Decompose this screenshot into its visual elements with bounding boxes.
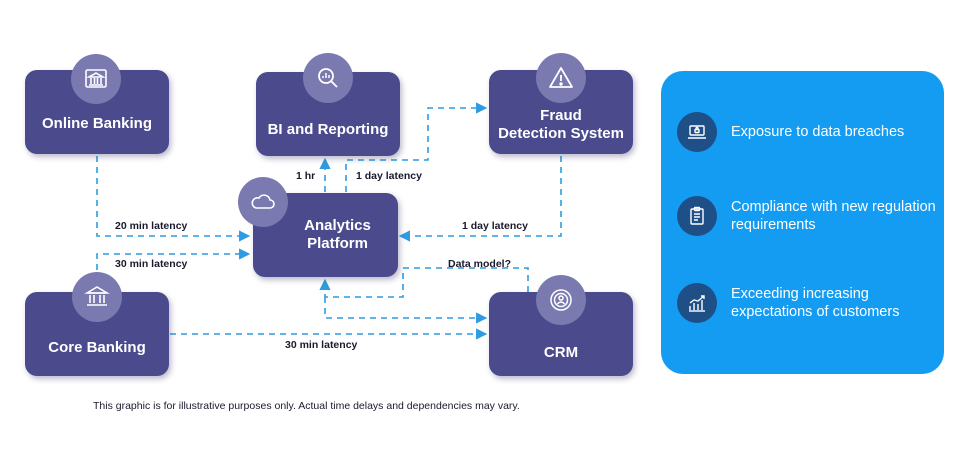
edge-analytics-to-fraud xyxy=(345,102,488,192)
challenge-item: Exposure to data breaches xyxy=(677,112,936,152)
fraud-detection-label-line2: Detection System xyxy=(498,125,624,142)
challenge-item: Exceeding increasing expectations of cus… xyxy=(677,283,936,323)
core-banking-label: Core Banking xyxy=(48,339,146,356)
edge-label-analytics-to-fraud: 1 day latency xyxy=(356,170,422,182)
edge-label-online-to-analytics: 20 min latency xyxy=(115,220,188,232)
fraud-detection-label-line1: Fraud xyxy=(540,107,582,124)
analytics-label-line2: Platform xyxy=(307,235,368,252)
challenge-item: Compliance with new regulation requireme… xyxy=(677,196,936,236)
footnote: This graphic is for illustrative purpose… xyxy=(93,400,520,412)
growth-chart-icon xyxy=(677,283,717,323)
challenge-text: Compliance with new regulation requireme… xyxy=(731,199,936,233)
online-banking-label: Online Banking xyxy=(41,115,152,132)
challenges-panel: Exposure to data breaches Compliance wit… xyxy=(661,71,944,374)
challenge-text: Exposure to data breaches xyxy=(731,124,905,140)
edge-online-to-analytics xyxy=(96,156,251,242)
edge-label-analytics-to-bi: 1 hr xyxy=(296,170,316,182)
edge-label-core-to-crm: 30 min latency xyxy=(285,339,358,351)
crm-label: CRM xyxy=(543,344,579,361)
challenge-text: Exceeding increasing expectations of cus… xyxy=(731,286,900,320)
edge-fraud-to-analytics xyxy=(398,156,562,242)
edge-label-fraud-to-analytics: 1 day latency xyxy=(462,220,528,232)
edge-label-core-to-analytics: 30 min latency xyxy=(115,258,188,270)
laptop-lock-icon xyxy=(677,112,717,152)
warning-icon xyxy=(536,53,586,103)
customer-target-icon xyxy=(536,275,586,325)
bank-icon xyxy=(71,54,121,104)
bank-building-icon xyxy=(72,272,122,322)
edge-analytics-to-crm xyxy=(324,297,488,324)
edge-label-crm-data-model: Data model? xyxy=(448,258,512,270)
clipboard-checklist-icon xyxy=(677,196,717,236)
bi-reporting-label: BI and Reporting xyxy=(267,121,389,138)
cloud-icon xyxy=(238,177,288,227)
analytics-label-line1: Analytics xyxy=(304,217,371,234)
magnifier-chart-icon xyxy=(303,53,353,103)
edge-crm-to-analytics xyxy=(319,267,529,298)
